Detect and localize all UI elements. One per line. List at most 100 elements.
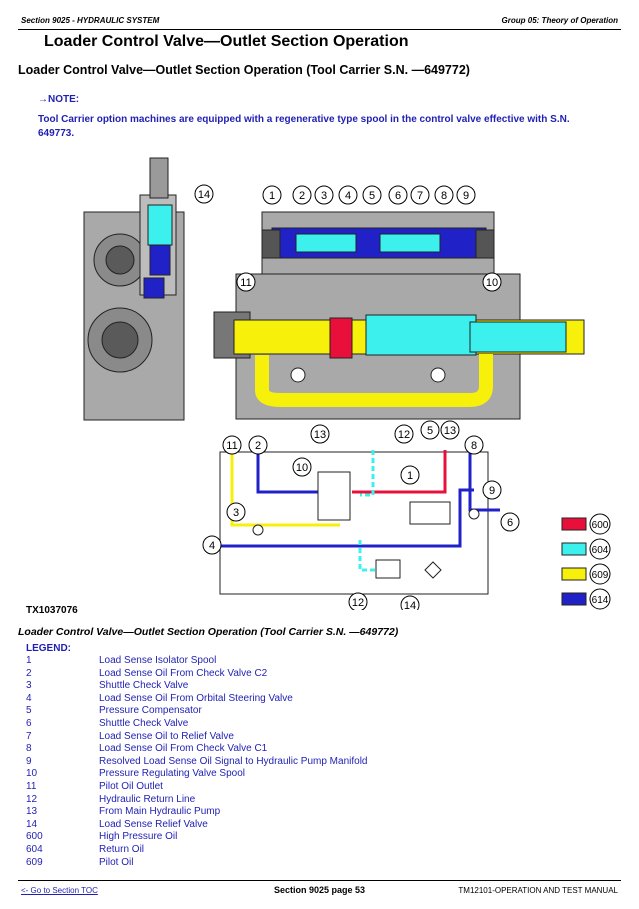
group-label: Group 05: Theory of Operation	[501, 16, 618, 25]
swatch-609	[561, 567, 587, 581]
callout-11	[236, 272, 256, 292]
section-label: Section 9025 - HYDRAULIC SYSTEM	[21, 16, 160, 25]
callout-label-9: 9	[463, 190, 469, 202]
callout-1	[262, 185, 282, 205]
callout-label-11: 11	[226, 440, 237, 452]
callout-label-14: 14	[404, 600, 416, 610]
callout-label-8: 8	[441, 190, 447, 202]
legend-item: 12 Hydraulic Return Line	[26, 794, 367, 807]
callout-label-9: 9	[489, 485, 495, 497]
callout-13	[440, 420, 460, 440]
legend-number: 5	[26, 705, 32, 717]
swatch-label-609: 609	[592, 570, 609, 581]
legend-heading: LEGEND:	[26, 643, 71, 654]
legend-label: Hydraulic Return Line	[99, 793, 196, 805]
legend-item: 14 Load Sense Relief Valve	[26, 819, 367, 832]
legend-number: 14	[26, 818, 38, 830]
callout-14	[194, 184, 214, 204]
figure-id: TX1037076	[26, 605, 78, 616]
callout-label-1: 1	[407, 470, 413, 482]
page-footer: <- Go to Section TOC Section 9025 page 5…	[18, 880, 621, 901]
swatch-badge-600	[589, 513, 611, 535]
legend-label: Pressure Regulating Valve Spool	[99, 768, 246, 780]
toc-link[interactable]: <- Go to Section TOC	[21, 886, 98, 895]
callout-2	[292, 185, 312, 205]
callout-label-13: 13	[314, 429, 326, 441]
callout-8	[434, 185, 454, 205]
legend-label: Shuttle Check Valve	[99, 717, 189, 729]
note-text: Tool Carrier option machines are equippe…	[38, 114, 570, 139]
page-title: Loader Control Valve—Outlet Section Oper…	[44, 33, 409, 50]
callout-2	[248, 435, 268, 455]
legend-number: 10	[26, 768, 38, 780]
legend-item: 11 Pilot Oil Outlet	[26, 781, 367, 794]
callout-10	[292, 457, 312, 477]
legend-label: Pilot Oil Outlet	[99, 780, 163, 792]
legend-number: 7	[26, 730, 32, 742]
valve-section-view	[213, 211, 585, 420]
callout-label-1: 1	[269, 190, 275, 202]
manual-title: TM12101-OPERATION AND TEST MANUAL	[458, 886, 618, 895]
callout-8	[464, 435, 484, 455]
callout-label-6: 6	[507, 517, 513, 529]
callout-label-3: 3	[321, 190, 327, 202]
swatch-614	[561, 592, 587, 606]
callout-label-2: 2	[299, 190, 305, 202]
callout-label-12: 12	[398, 429, 410, 441]
legend-number: 6	[26, 717, 32, 729]
swatch-600	[561, 517, 587, 531]
legend-number: 3	[26, 680, 32, 692]
legend-number: 12	[26, 793, 38, 805]
legend-label: Load Sense Oil From Check Valve C2	[99, 667, 268, 679]
legend-label: Load Sense Oil to Relief Valve	[99, 730, 234, 742]
callout-label-4: 4	[209, 540, 215, 552]
swatch-badge-609	[589, 563, 611, 585]
callout-label-10: 10	[296, 462, 308, 474]
callout-label-2: 2	[255, 440, 261, 452]
callout-label-12: 12	[352, 597, 364, 609]
callout-label-6: 6	[395, 190, 401, 202]
legend-number: 1	[26, 655, 32, 666]
legend-number: 604	[26, 843, 43, 855]
swatch-label-604: 604	[592, 545, 609, 556]
legend-number: 600	[26, 831, 43, 843]
callout-label-11: 11	[240, 277, 251, 289]
legend-number: 13	[26, 806, 38, 818]
callout-12	[394, 424, 414, 444]
callout-label-3: 3	[233, 507, 239, 519]
callout-label-8: 8	[471, 440, 477, 452]
callout-10	[482, 272, 502, 292]
page-header: Section 9025 - HYDRAULIC SYSTEM Group 05…	[18, 15, 621, 30]
callout-4	[202, 535, 222, 555]
callout-label-7: 7	[417, 190, 423, 202]
legend-number: 9	[26, 755, 32, 767]
legend-number: 11	[26, 780, 37, 792]
page-number: Section 9025 page 53	[273, 885, 366, 895]
callout-label-13: 13	[444, 425, 456, 437]
swatch-label-614: 614	[592, 595, 609, 606]
callout-11	[222, 435, 242, 455]
callout-3	[314, 185, 334, 205]
callout-9	[482, 480, 502, 500]
valve-side-view	[83, 157, 185, 421]
callout-label-14: 14	[198, 189, 210, 201]
callout-1	[400, 465, 420, 485]
legend-label: Load Sense Isolator Spool	[99, 655, 217, 666]
callout-4	[338, 185, 358, 205]
hydraulic-schematic	[219, 450, 500, 595]
legend-label: Load Sense Oil From Orbital Steering Val…	[99, 692, 293, 704]
legend-label: Load Sense Relief Valve	[99, 818, 208, 830]
legend-label: Load Sense Oil From Check Valve C1	[99, 743, 268, 755]
callout-label-4: 4	[345, 190, 351, 202]
legend-label: High Pressure Oil	[99, 831, 178, 843]
callout-12	[348, 592, 368, 610]
callout-5	[420, 420, 440, 440]
